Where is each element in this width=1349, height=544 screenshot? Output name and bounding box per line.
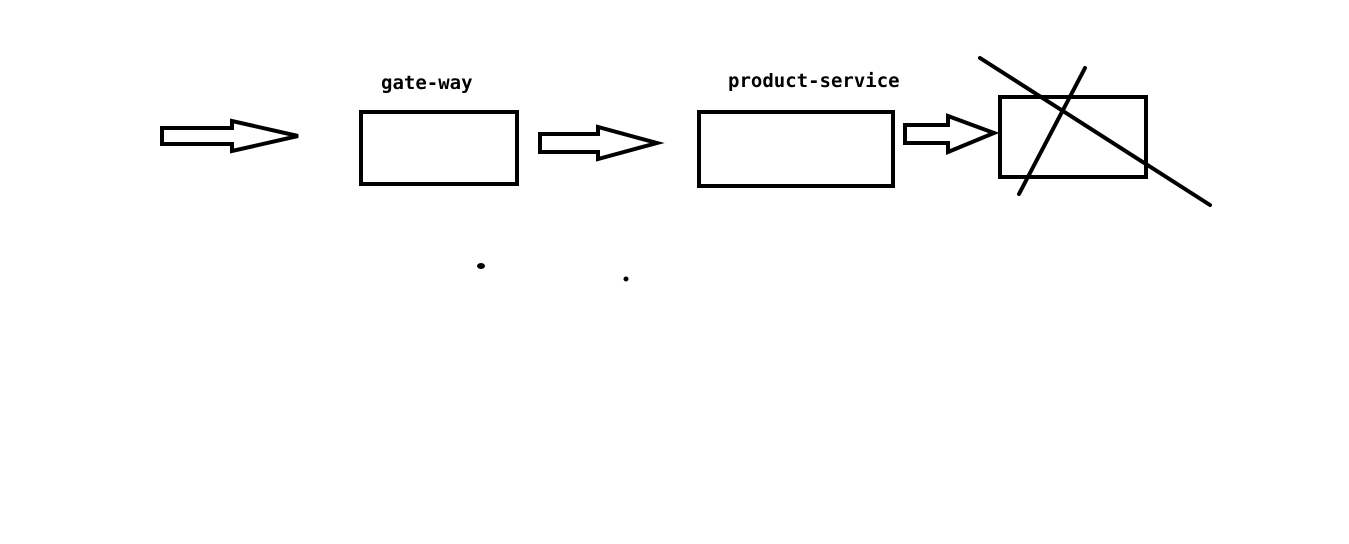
product-service-box xyxy=(697,110,895,188)
arrow-incoming xyxy=(160,118,299,154)
arrow-gateway-to-product xyxy=(538,124,665,162)
arrow-product-to-downstream xyxy=(903,113,1000,155)
stray-dot xyxy=(477,263,485,269)
cross-line-1 xyxy=(978,56,1212,207)
cross-line-2 xyxy=(1017,66,1087,196)
gateway-box xyxy=(359,110,519,186)
stray-dot xyxy=(623,276,629,282)
gateway-label: gate-way xyxy=(381,72,473,94)
product-service-label: product-service xyxy=(728,70,900,92)
downstream-box xyxy=(998,95,1148,179)
